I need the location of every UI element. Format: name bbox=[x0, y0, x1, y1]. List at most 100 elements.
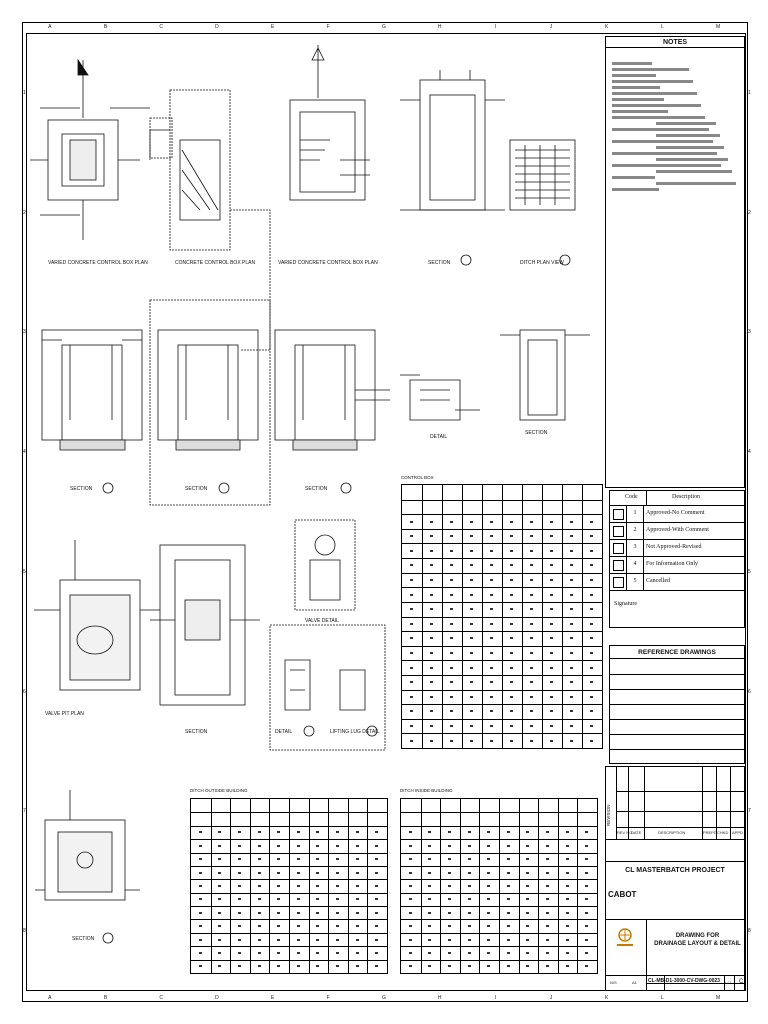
table-cell-mark bbox=[450, 564, 453, 567]
grid-letter: M bbox=[716, 995, 721, 1001]
company-logo: CABOT bbox=[608, 890, 636, 899]
table-cell-mark bbox=[526, 911, 530, 914]
table-cell-mark bbox=[470, 695, 473, 698]
table-cell-mark bbox=[336, 844, 339, 847]
table-col-line bbox=[459, 799, 461, 973]
table-cell-mark bbox=[410, 593, 413, 596]
plan-2 bbox=[149, 89, 271, 351]
note-line bbox=[656, 134, 720, 137]
table-cell-mark bbox=[590, 710, 593, 713]
note-line bbox=[612, 128, 709, 131]
code-checkbox[interactable] bbox=[613, 509, 624, 520]
table-cell-mark bbox=[450, 535, 453, 538]
table-cell-mark bbox=[490, 695, 493, 698]
table-cell-mark bbox=[487, 925, 491, 928]
table-cell-mark bbox=[448, 871, 451, 874]
table-cell-mark bbox=[238, 951, 241, 954]
svg-text:SECTION: SECTION bbox=[428, 260, 451, 266]
table-cell-mark bbox=[408, 911, 412, 914]
grid-number: 6 bbox=[748, 688, 751, 695]
table-cell-mark bbox=[550, 622, 553, 625]
grid-letter: L bbox=[661, 24, 664, 30]
note-line bbox=[612, 62, 652, 65]
svg-text:SECTION: SECTION bbox=[72, 936, 95, 942]
table-cell-mark bbox=[430, 666, 433, 669]
code-checkbox[interactable] bbox=[613, 577, 624, 588]
grid-number: 5 bbox=[23, 568, 26, 575]
table-cell-mark bbox=[430, 520, 433, 523]
svg-text:DETAIL: DETAIL bbox=[275, 729, 292, 735]
table-cell-mark bbox=[585, 938, 589, 941]
table-cell-mark bbox=[355, 885, 359, 887]
grid-letter: C bbox=[159, 995, 164, 1001]
table-cell-mark bbox=[355, 925, 359, 928]
grid-letter: H bbox=[437, 995, 442, 1001]
table-cell-mark bbox=[316, 871, 320, 874]
title-block: REV NO. DATE DESCRIPTION PREPD CHKD APPD bbox=[605, 766, 745, 991]
section-e bbox=[500, 329, 590, 421]
drawing-title-line-1: DRAWING FOR bbox=[675, 933, 720, 939]
table-cell-mark bbox=[428, 831, 432, 834]
table-cell-mark bbox=[296, 951, 300, 954]
table-cell-mark bbox=[355, 858, 359, 861]
table-cell-mark bbox=[526, 898, 530, 901]
table-cell-mark bbox=[585, 871, 589, 874]
table-cell-mark bbox=[430, 710, 433, 713]
table-cell-mark bbox=[530, 520, 533, 523]
table-cell-mark bbox=[526, 858, 530, 861]
table-cell-mark bbox=[550, 608, 553, 611]
table-cell-mark bbox=[546, 831, 549, 834]
code-checkbox[interactable] bbox=[613, 526, 624, 537]
table-cell-mark bbox=[530, 739, 533, 742]
table-cell-mark bbox=[198, 951, 202, 954]
table-cell-mark bbox=[526, 885, 530, 887]
table-cell-mark bbox=[530, 695, 533, 698]
table-cell-mark bbox=[550, 520, 553, 523]
table-cell-mark bbox=[336, 925, 339, 928]
table-cell-mark bbox=[510, 593, 513, 596]
table-col-line bbox=[210, 799, 212, 973]
table-cell-mark bbox=[506, 951, 510, 954]
note-line bbox=[612, 74, 656, 77]
table-cell-mark bbox=[510, 725, 513, 728]
table-cell-mark bbox=[375, 885, 379, 887]
code-description: Approved-With Comment bbox=[646, 527, 709, 533]
table-col-line bbox=[502, 485, 503, 748]
reference-row-line bbox=[610, 749, 744, 750]
note-line bbox=[612, 92, 697, 95]
grid-letter: C bbox=[159, 24, 164, 30]
table-cell-mark bbox=[430, 564, 433, 567]
table-cell-mark bbox=[490, 637, 493, 640]
table-cell-mark bbox=[570, 549, 573, 552]
table-cell-mark bbox=[506, 938, 510, 941]
table-cell-mark bbox=[585, 925, 589, 928]
code-checkbox[interactable] bbox=[613, 543, 624, 554]
table-cell-mark bbox=[546, 951, 549, 954]
table-cell-mark bbox=[277, 938, 281, 941]
table-cell-mark bbox=[428, 871, 432, 874]
table-cell-mark bbox=[410, 608, 413, 611]
grid-number: 1 bbox=[23, 89, 26, 96]
table-cell-mark bbox=[506, 858, 510, 861]
table-cell-mark bbox=[257, 965, 261, 968]
code-checkbox[interactable] bbox=[613, 560, 624, 571]
grid-letter: M bbox=[716, 24, 721, 30]
table-cell-mark bbox=[355, 951, 359, 954]
rev-no-label: REV NO. bbox=[617, 830, 634, 835]
table-cell-mark bbox=[530, 710, 533, 713]
table-cell-mark bbox=[570, 739, 573, 742]
table-cell-mark bbox=[510, 608, 513, 611]
table-cell-mark bbox=[490, 549, 493, 552]
table-cell-mark bbox=[585, 885, 589, 887]
table-cell-mark bbox=[506, 831, 510, 834]
table-cell-mark bbox=[530, 593, 533, 596]
grid-number: 6 bbox=[23, 688, 26, 695]
table-cell-mark bbox=[470, 593, 473, 596]
table-cell-mark bbox=[198, 831, 202, 834]
table-cell-mark bbox=[570, 608, 573, 611]
drawing-title: DRAWING FOR DRAINAGE LAYOUT & DETAIL bbox=[650, 932, 745, 948]
table-cell-mark bbox=[450, 652, 453, 655]
